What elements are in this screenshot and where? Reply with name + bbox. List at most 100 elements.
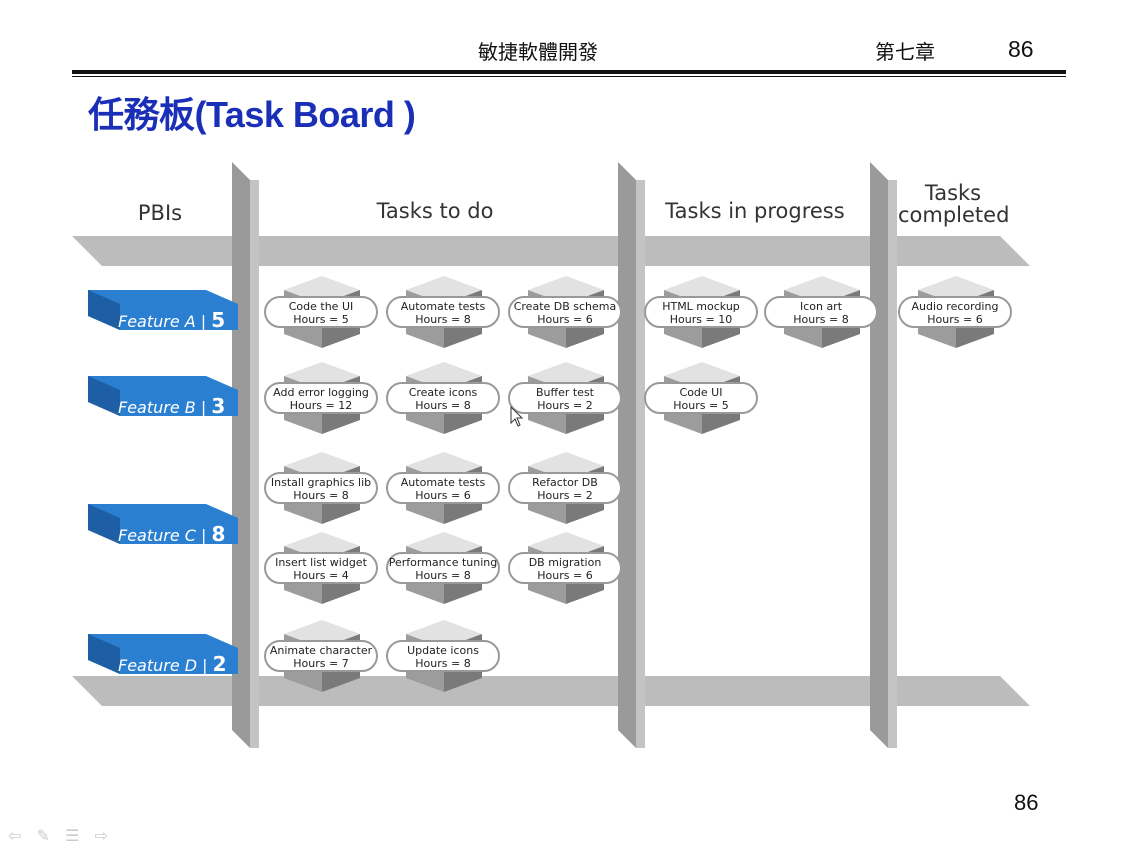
task-title: Icon art [799, 300, 843, 313]
slide-title: 任務板(Task Board ) [88, 94, 416, 135]
column-header-pbis: PBIs [137, 201, 183, 225]
task-title: DB migration [528, 556, 602, 569]
task-title: Performance tuning [388, 556, 498, 569]
task-hours: Hours = 6 [927, 313, 983, 326]
post-2 [636, 180, 645, 748]
task-hours: Hours = 10 [669, 313, 733, 326]
post-2-side [618, 162, 636, 748]
pbi-name: Feature B [118, 398, 196, 417]
task-hours: Hours = 7 [293, 657, 349, 670]
task-hours: Hours = 5 [293, 313, 349, 326]
task-title: Audio recording [911, 300, 999, 313]
back-arrow-icon[interactable]: ⇦ [8, 826, 22, 845]
task-title: Automate tests [400, 476, 486, 489]
task-hours: Hours = 12 [289, 399, 353, 412]
pbi-label: Feature C | 8 [118, 522, 226, 546]
task-hours: Hours = 2 [537, 489, 593, 502]
pbi-tag-feature-a: Feature A | 5 [88, 290, 238, 332]
column-header-tasks-to-do: Tasks to do [376, 199, 494, 223]
header-page-number: 86 [1008, 36, 1034, 62]
mouse-cursor-icon [510, 406, 524, 427]
pbi-label: Feature B | 3 [118, 394, 226, 418]
task-hours: Hours = 6 [415, 489, 471, 502]
task-title: Code the UI [288, 300, 354, 313]
tag-shape [88, 634, 238, 674]
slide-nav-controls: ⇦ ✎ ☰ ⇨ [8, 826, 118, 845]
column-header-tasks-in-progress: Tasks in progress [665, 199, 845, 223]
pbi-label: Feature D | 2 [118, 652, 227, 676]
tag-shape [88, 376, 238, 416]
task-hours: Hours = 8 [415, 657, 471, 670]
pen-icon[interactable]: ✎ [36, 826, 50, 845]
task-hours: Hours = 8 [293, 489, 349, 502]
task-hours: Hours = 6 [537, 569, 593, 582]
task-title: Refactor DB [532, 476, 598, 489]
menu-icon[interactable]: ☰ [65, 826, 80, 845]
pbi-points: 8 [211, 522, 226, 546]
task-title: Update icons [407, 644, 479, 657]
task-title: Create icons [408, 386, 478, 399]
task-title: Automate tests [400, 300, 486, 313]
task-hours: Hours = 8 [793, 313, 849, 326]
task-hours: Hours = 2 [537, 399, 593, 412]
pbi-tag-feature-c: Feature C | 8 [88, 504, 238, 546]
tag-shape [88, 290, 238, 330]
pbi-points: 5 [211, 308, 226, 332]
course-title: 敏捷軟體開發 [478, 40, 598, 64]
task-hours: Hours = 4 [293, 569, 349, 582]
forward-arrow-icon[interactable]: ⇨ [94, 826, 108, 845]
top-rail [72, 236, 1030, 266]
task-hours: Hours = 6 [537, 313, 593, 326]
header-divider-thin [72, 76, 1066, 77]
task-hours: Hours = 5 [673, 399, 729, 412]
task-title: Install graphics lib [270, 476, 372, 489]
task-hours: Hours = 8 [415, 399, 471, 412]
pbi-points: 3 [211, 394, 226, 418]
task-hours: Hours = 8 [415, 313, 471, 326]
pbi-name: Feature C [118, 526, 196, 545]
task-title: Insert list widget [275, 556, 367, 569]
task-title: Animate character [269, 644, 373, 657]
pbi-name: Feature D [118, 656, 198, 675]
post-1 [250, 180, 259, 748]
pbi-tag-feature-d: Feature D | 2 [88, 634, 238, 676]
task-title: Buffer test [535, 386, 594, 399]
post-3 [888, 180, 897, 748]
post-3-side [870, 162, 888, 748]
tag-shape [88, 504, 238, 544]
task-hours: Hours = 8 [415, 569, 471, 582]
